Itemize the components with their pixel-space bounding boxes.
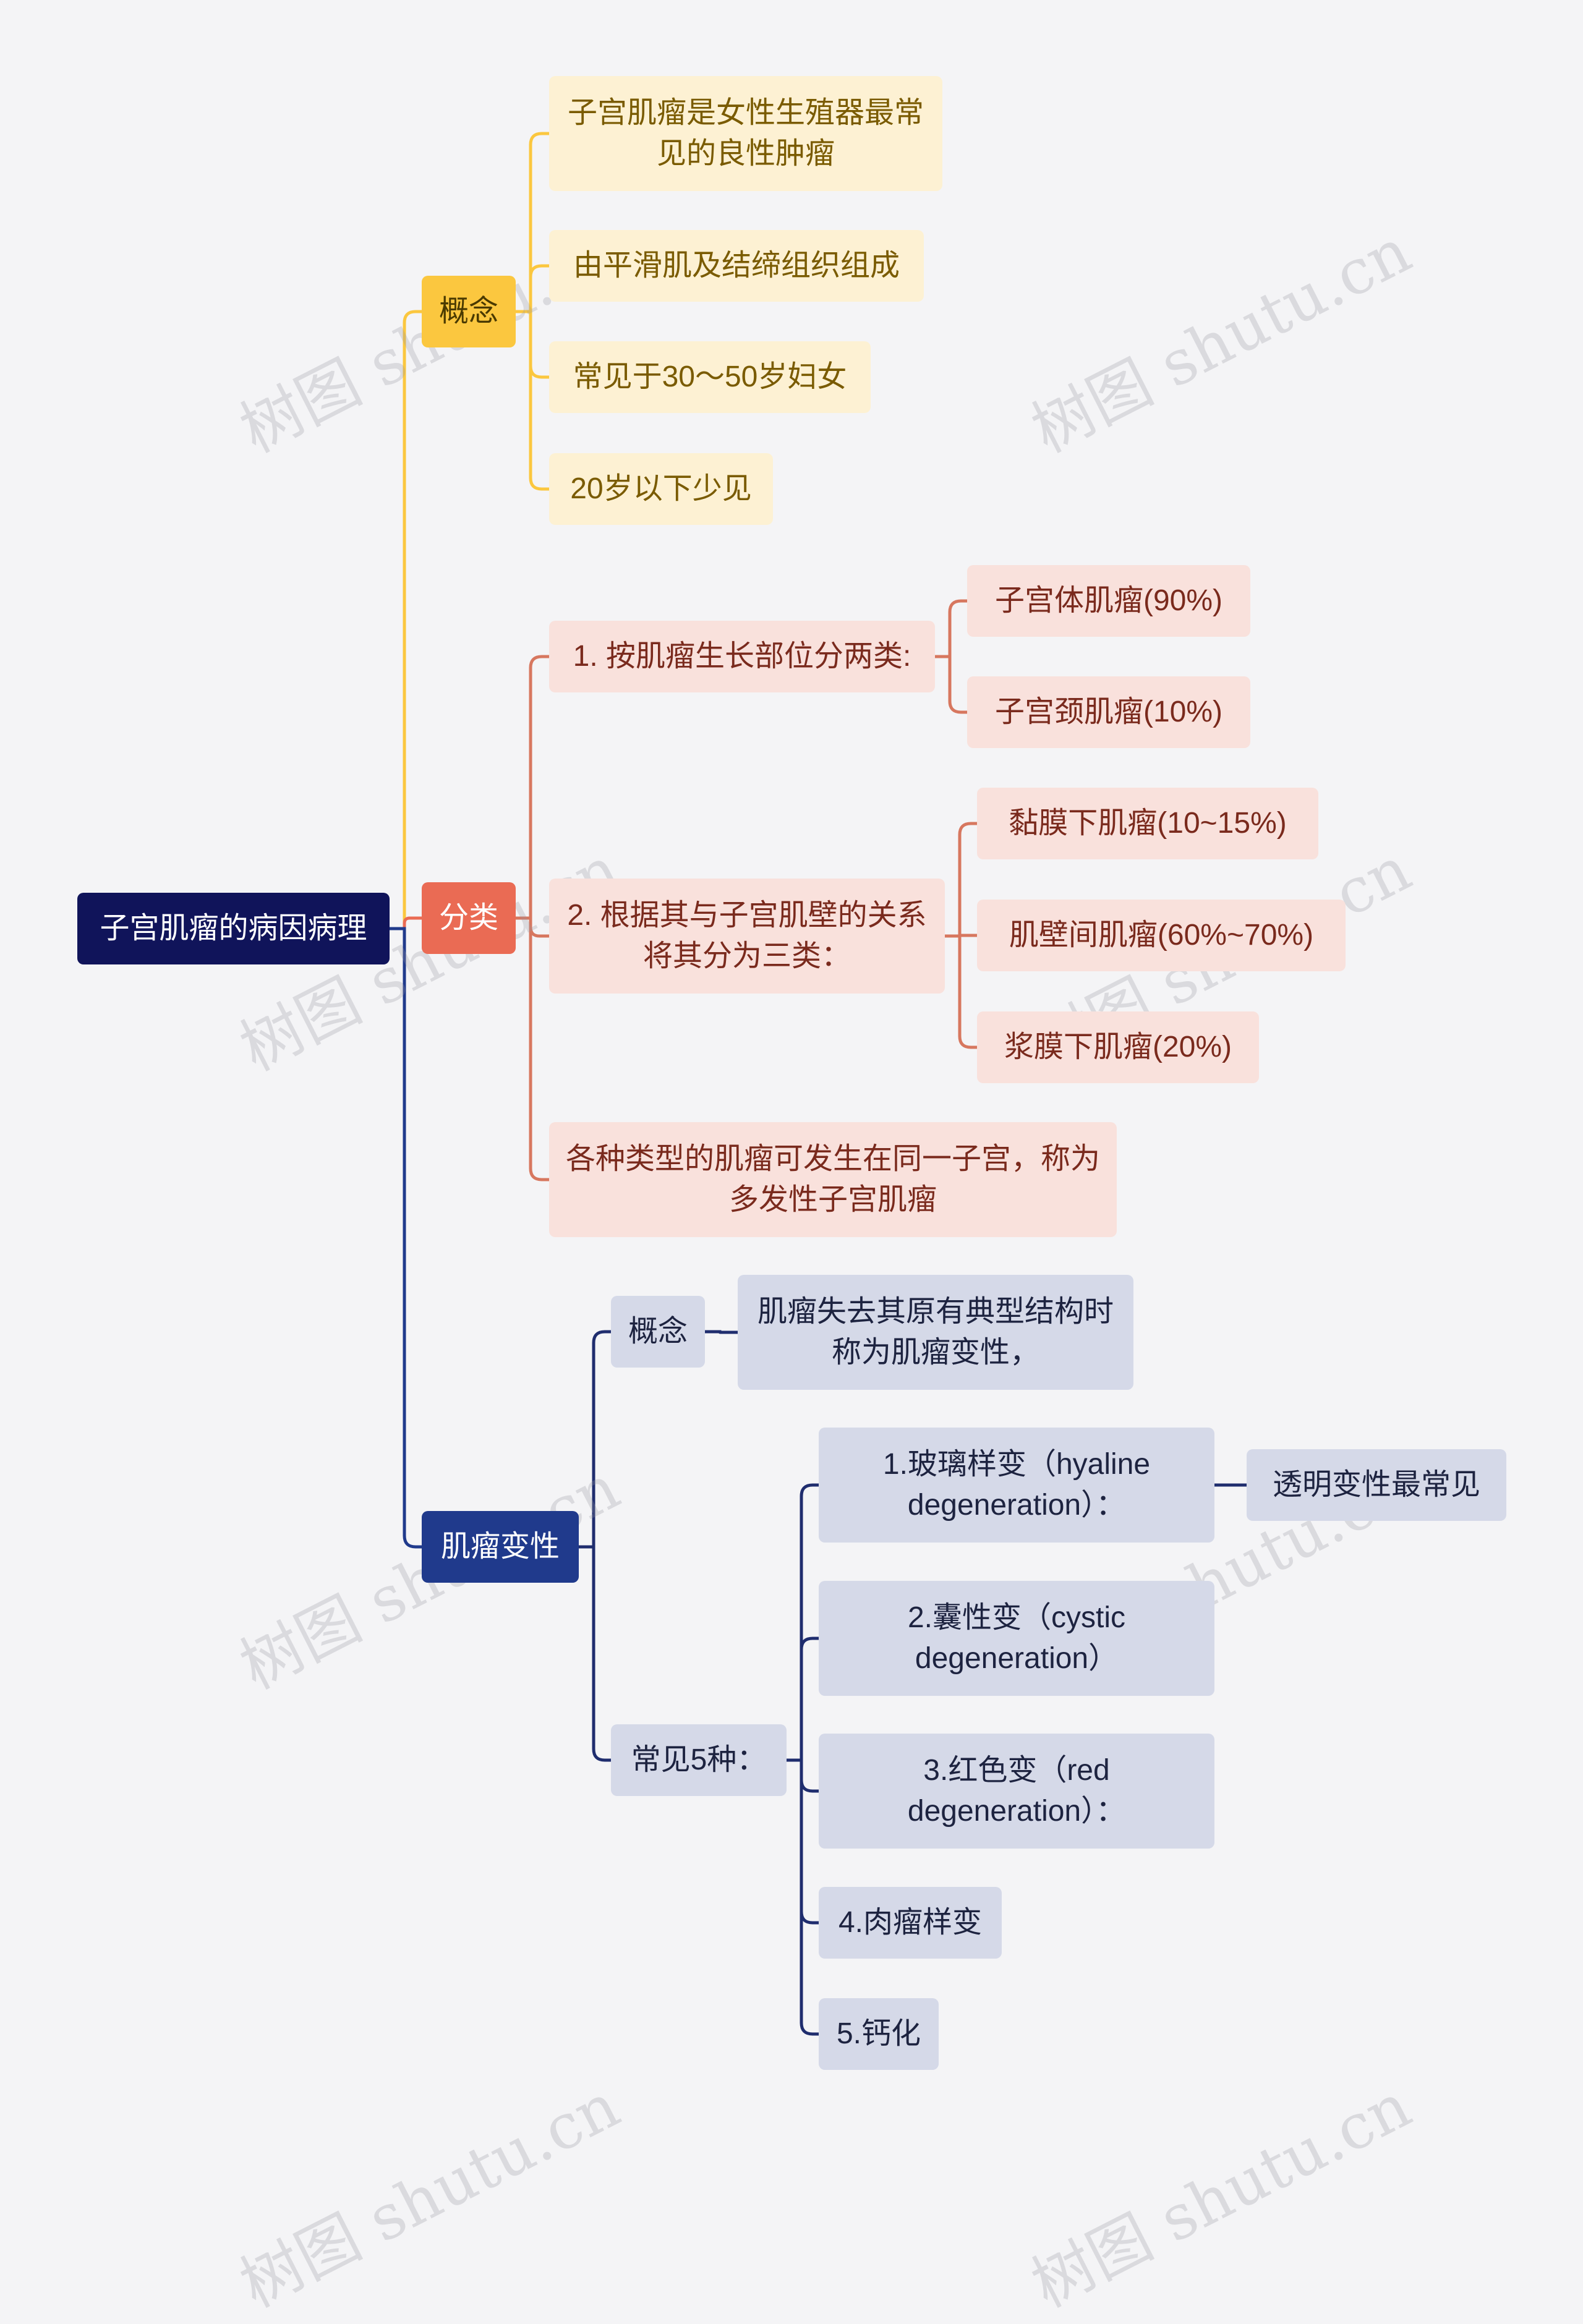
connector-line — [388, 310, 424, 930]
calcification[interactable]: 5.钙化 — [819, 1998, 939, 2070]
uterine-body-fibroid[interactable]: 子宫体肌瘤(90%) — [967, 565, 1250, 637]
connector-line — [577, 1330, 613, 1549]
degeneration-definition[interactable]: 肌瘤失去其原有典型结构时称为肌瘤变性， — [738, 1275, 1133, 1390]
sarcomatous-change[interactable]: 4.肉瘤样变 — [819, 1887, 1002, 1959]
connector-line — [785, 1483, 821, 1762]
connector-line — [514, 310, 551, 379]
cervical-fibroid[interactable]: 子宫颈肌瘤(10%) — [967, 676, 1250, 748]
connector-line — [933, 599, 969, 658]
degeneration-concept-node[interactable]: 概念 — [611, 1296, 705, 1368]
degeneration-node[interactable]: 肌瘤变性 — [422, 1511, 579, 1583]
mind-map: 树图 shutu.cn 树图 shutu.cn 树图 shutu.cn 树图 s… — [77, 76, 1506, 2322]
cystic-degeneration[interactable]: 2.囊性变（cystic degeneration） — [819, 1581, 1214, 1696]
connector-lines — [388, 132, 1248, 2036]
hyaline-degeneration[interactable]: 1.玻璃样变（hyaline degeneration）： — [819, 1428, 1214, 1543]
concept-item[interactable]: 20岁以下少见 — [549, 453, 773, 525]
concept-item[interactable]: 子宫肌瘤是女性生殖器最常见的良性肿瘤 — [549, 76, 942, 191]
multiple-fibroids-note[interactable]: 各种类型的肌瘤可发生在同一子宫，称为多发性子宫肌瘤 — [549, 1122, 1117, 1237]
connector-line — [514, 264, 551, 313]
connector-line — [943, 822, 979, 938]
classify-by-location[interactable]: 1. 按肌瘤生长部位分两类: — [549, 621, 935, 692]
concept-node[interactable]: 概念 — [422, 276, 516, 347]
intramural-fibroid[interactable]: 肌壁间肌瘤(60%~70%) — [977, 900, 1346, 971]
connector-line — [514, 310, 551, 491]
connector-line — [943, 934, 979, 1049]
concept-item[interactable]: 常见于30～50岁妇女 — [549, 341, 871, 413]
red-degeneration[interactable]: 3.红色变（red degeneration）： — [819, 1734, 1214, 1849]
subserosal-fibroid[interactable]: 浆膜下肌瘤(20%) — [977, 1011, 1259, 1083]
connector-line — [577, 1545, 613, 1762]
connector-line — [514, 916, 551, 938]
hyaline-note[interactable]: 透明变性最常见 — [1247, 1449, 1506, 1521]
connector-line — [785, 1758, 821, 2036]
connector-line — [388, 916, 424, 930]
connector-line — [933, 655, 969, 714]
concept-item[interactable]: 由平滑肌及结缔组织组成 — [549, 230, 924, 302]
connector-line — [514, 916, 551, 1181]
connector-line — [388, 927, 424, 1549]
connector-line — [785, 1637, 821, 1762]
classify-by-wall[interactable]: 2. 根据其与子宫肌壁的关系将其分为三类： — [549, 879, 945, 994]
connector-line — [514, 132, 551, 313]
connector-line — [514, 655, 551, 920]
root-node[interactable]: 子宫肌瘤的病因病理 — [77, 893, 390, 964]
submucosal-fibroid[interactable]: 黏膜下肌瘤(10~15%) — [977, 788, 1318, 859]
classification-node[interactable]: 分类 — [422, 882, 516, 954]
common-types-node[interactable]: 常见5种： — [611, 1724, 787, 1796]
